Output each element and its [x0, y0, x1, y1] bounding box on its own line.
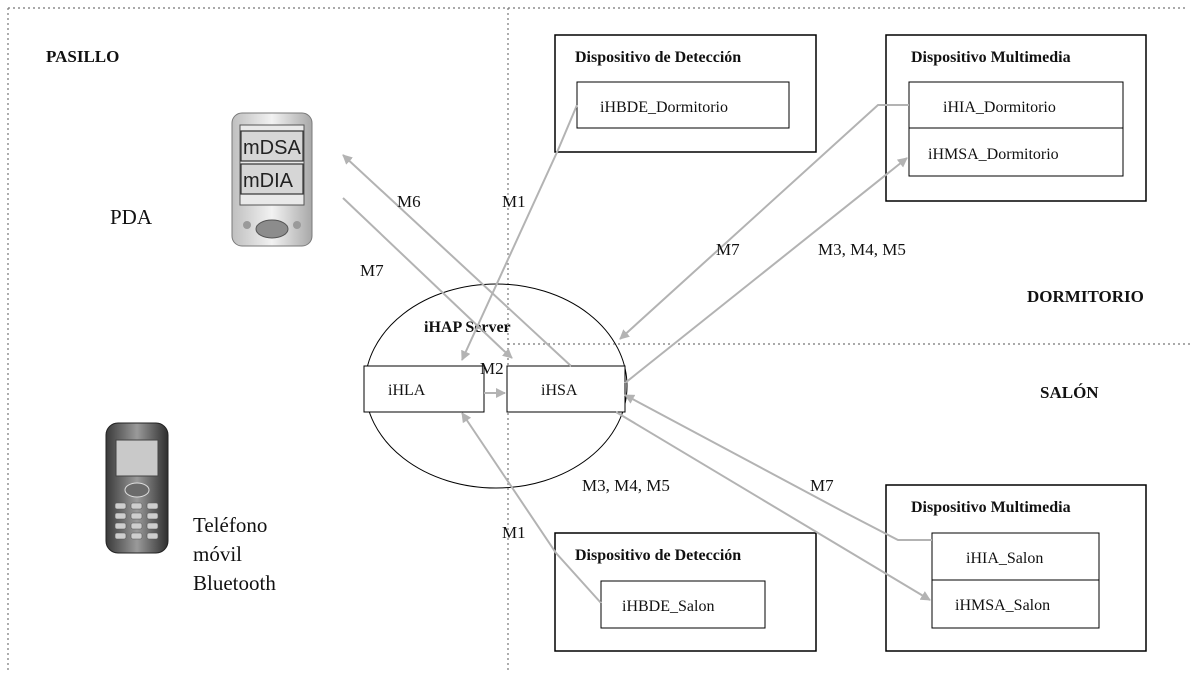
mm-dormitorio-inner1: iHIA_Dormitorio — [943, 99, 1056, 116]
zone-label-pasillo: PASILLO — [46, 47, 119, 66]
arrow-m345-salon — [615, 411, 931, 601]
det-salon-box: Dispositivo de Detección iHBDE_Salon — [554, 532, 817, 652]
det-salon-inner: iHBDE_Salon — [622, 598, 714, 615]
msg-label-m345-dorm: M3, M4, M5 — [818, 240, 906, 259]
zone-label-salon: SALÓN — [1040, 383, 1099, 402]
zone-label-dormitorio: DORMITORIO — [1027, 287, 1144, 306]
phone-label-line3: Bluetooth — [193, 571, 276, 595]
msg-label-m6: M6 — [397, 192, 421, 211]
phone-label-line2: móvil — [193, 542, 242, 566]
pda-screen-mdia: mDIA — [243, 170, 294, 192]
arrow-m6 — [342, 154, 572, 367]
arrow-m1-top — [461, 104, 578, 361]
msg-label-m1-top: M1 — [502, 192, 526, 211]
ihsa-label: iHSA — [541, 382, 578, 399]
zone-separators — [7, 7, 1191, 672]
mm-dormitorio-inner2: iHMSA_Dormitorio — [928, 146, 1059, 163]
ihap-server: iHAP Server iHLA iHSA — [363, 283, 628, 489]
mm-salon-inner1: iHIA_Salon — [966, 550, 1043, 567]
msg-label-m2: M2 — [480, 359, 504, 378]
phone-label-line1: Teléfono — [193, 513, 267, 537]
arrow-m7-dorm — [619, 104, 909, 340]
server-title: iHAP Server — [424, 319, 511, 336]
det-dormitorio-inner: iHBDE_Dormitorio — [600, 99, 728, 116]
pda-device: mDSA mDIA — [231, 112, 313, 247]
arrow-m7-pda-tail — [501, 348, 513, 359]
message-arrows — [342, 104, 932, 604]
arrow-m7-pda — [342, 197, 504, 351]
det-salon-title: Dispositivo de Detección — [575, 547, 741, 564]
ihsa-box — [506, 365, 626, 413]
msg-label-m7-pda: M7 — [360, 261, 384, 280]
mm-salon-inner2: iHMSA_Salon — [955, 597, 1050, 614]
ihla-box — [363, 365, 485, 413]
msg-label-m7-dorm: M7 — [716, 240, 740, 259]
msg-label-m1-bottom: M1 — [502, 523, 526, 542]
arrow-m7-salon — [624, 394, 932, 541]
pda-screen-mdsa: mDSA — [243, 137, 301, 159]
arrow-m345-dorm — [624, 157, 908, 384]
det-dormitorio-box: Dispositivo de Detección iHBDE_Dormitori… — [554, 34, 817, 153]
pda-label: PDA — [110, 205, 153, 229]
msg-label-m345-salon: M3, M4, M5 — [582, 476, 670, 495]
mm-salon-title: Dispositivo Multimedia — [911, 499, 1071, 516]
mm-dormitorio-box: Dispositivo Multimedia iHIA_Dormitorio i… — [885, 34, 1147, 202]
msg-label-m7-salon: M7 — [810, 476, 834, 495]
mm-salon-box: Dispositivo Multimedia iHIA_Salon iHMSA_… — [885, 484, 1147, 652]
phone-device — [105, 422, 169, 554]
ihla-label: iHLA — [388, 382, 426, 399]
arrow-m1-bottom — [461, 412, 602, 604]
det-dormitorio-title: Dispositivo de Detección — [575, 49, 741, 66]
mm-dormitorio-title: Dispositivo Multimedia — [911, 49, 1071, 66]
